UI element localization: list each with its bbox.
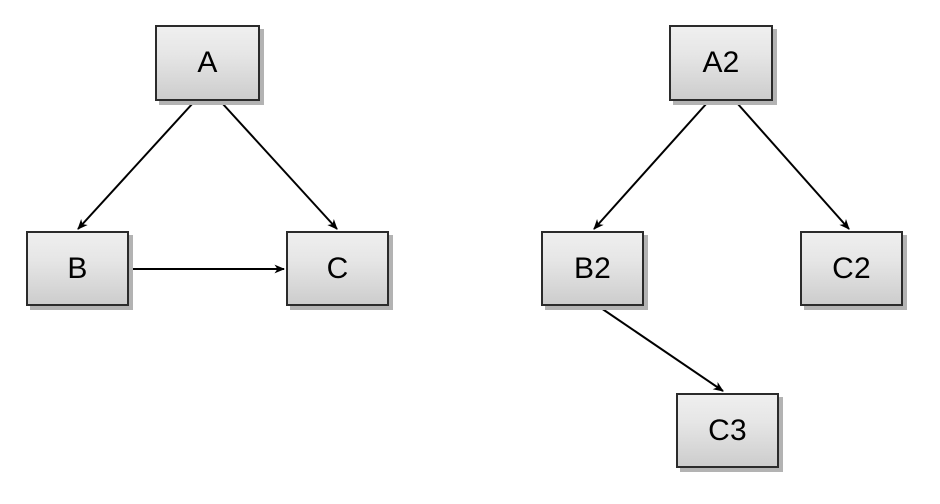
node-b2-label: B2 [573,251,612,285]
node-a-label: A [197,46,218,79]
node-c[interactable]: C [286,231,389,306]
node-a[interactable]: A [155,25,260,101]
node-b2[interactable]: B2 [541,231,644,306]
node-c-label: C [326,251,349,285]
node-c3[interactable]: C3 [676,393,779,468]
node-a2[interactable]: A2 [669,25,773,101]
edge-a2-c2 [736,102,850,230]
edge-b2-c3 [600,307,724,392]
edge-a-b [77,102,194,230]
node-c2-label: C2 [832,251,871,285]
node-b[interactable]: B [26,231,129,306]
edge-a2-b2 [593,102,708,230]
edge-a-c [221,102,338,230]
node-b-label: B [67,251,88,285]
node-c2[interactable]: C2 [800,231,903,306]
node-c3-label: C3 [708,413,747,447]
node-a2-label: A2 [702,46,740,79]
edges-group [77,102,850,392]
